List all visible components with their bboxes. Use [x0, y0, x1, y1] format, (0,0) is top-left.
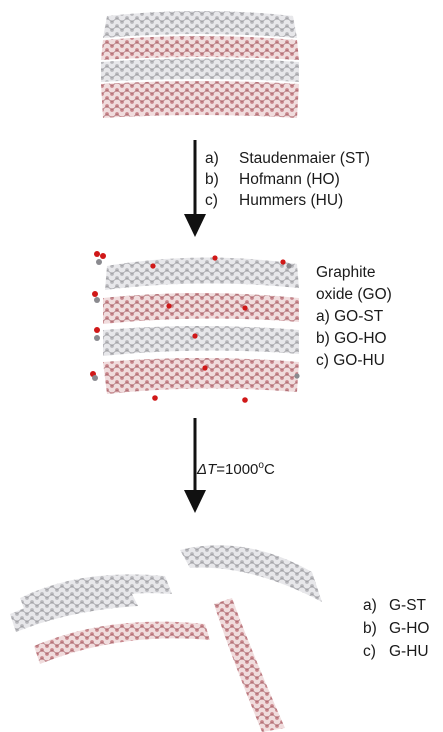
oxide-item: b) GO-HO [316, 330, 387, 347]
graphene-item: a)G-ST [363, 597, 427, 614]
method-item: b)Hofmann (HO) [205, 171, 340, 188]
graphene-sheets [10, 545, 322, 732]
temperature-label: ΔT=1000oC [197, 460, 275, 478]
graphite-oxide-stack [90, 251, 300, 403]
oxide-item: c) GO-HU [316, 352, 385, 369]
down-arrow-2 [184, 418, 206, 513]
oxide-item: a) GO-ST [316, 308, 384, 325]
method-item: a)Staudenmaier (ST) [205, 150, 370, 167]
method-list: a)Staudenmaier (ST) b)Hofmann (HO) c)Hum… [205, 148, 370, 211]
graphite-oxide-label: Graphite oxide (GO) a) GO-ST b) GO-HO c)… [316, 262, 392, 372]
down-arrow-1 [184, 140, 206, 237]
graphene-item: c)G-HU [363, 643, 429, 660]
graphite-stack [101, 11, 299, 118]
graphene-list: a)G-ST b)G-HO c)G-HU [363, 594, 429, 663]
graphene-item: b)G-HO [363, 620, 430, 637]
method-item: c)Hummers (HU) [205, 192, 344, 209]
